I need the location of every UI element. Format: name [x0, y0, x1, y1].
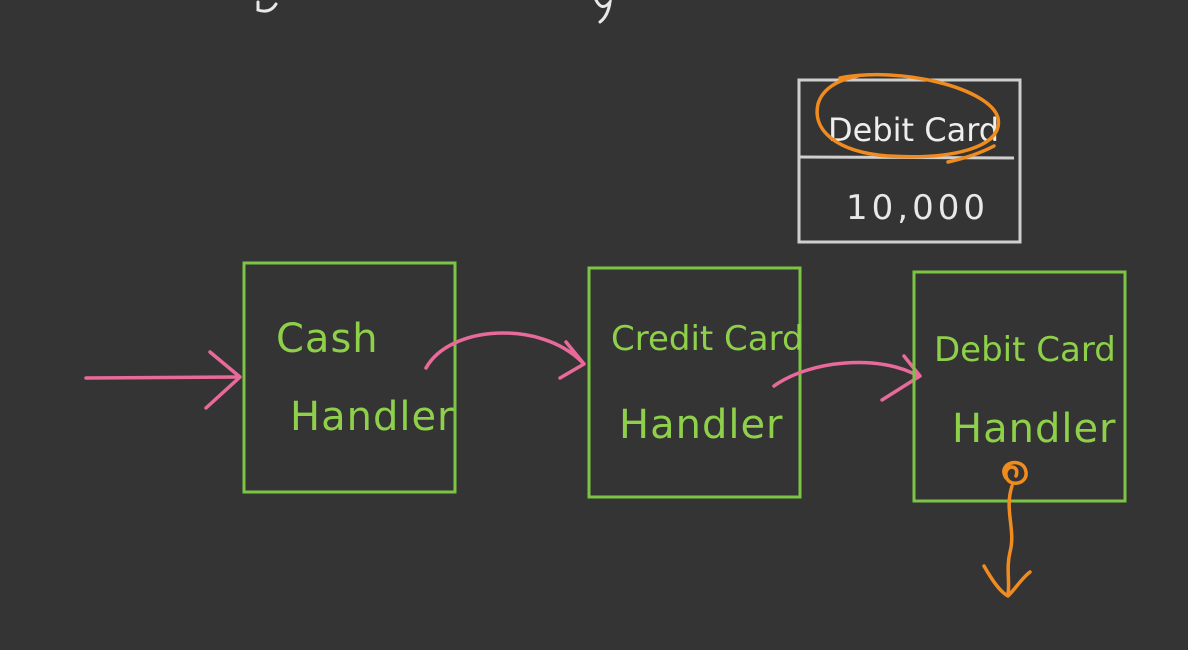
credit-card-handler-title: Credit Card — [611, 319, 804, 359]
cash-handler-subtitle: Handler — [290, 394, 455, 440]
credit-card-handler-box — [587, 266, 802, 499]
cash-handler-node: Cash Handler — [242, 261, 457, 494]
debit-card-handler-title: Debit Card — [934, 330, 1116, 370]
cash-handler-title: Cash — [276, 316, 379, 362]
arrow-credit-to-debit — [772, 354, 922, 402]
incoming-request-arrow — [84, 350, 242, 410]
request-amount-label: 10,000 — [846, 188, 989, 228]
debit-handler-output-arrow — [982, 460, 1032, 598]
credit-card-handler-subtitle: Handler — [619, 402, 784, 448]
request-box: Debit Card 10,000 — [797, 72, 1022, 244]
request-type-highlight-tail — [946, 144, 996, 164]
debit-card-handler-box — [912, 270, 1127, 503]
credit-card-handler-node: Credit Card Handler — [587, 266, 804, 499]
cash-handler-box — [242, 261, 457, 494]
cropped-heading — [256, 0, 612, 24]
debit-card-handler-subtitle: Handler — [952, 406, 1117, 452]
request-box-frame — [797, 78, 1022, 244]
debit-card-handler-node: Debit Card Handler — [912, 270, 1127, 503]
arrow-cash-to-credit — [424, 331, 586, 380]
request-type-highlight — [815, 72, 1001, 159]
request-type-label: Debit Card — [828, 111, 999, 149]
